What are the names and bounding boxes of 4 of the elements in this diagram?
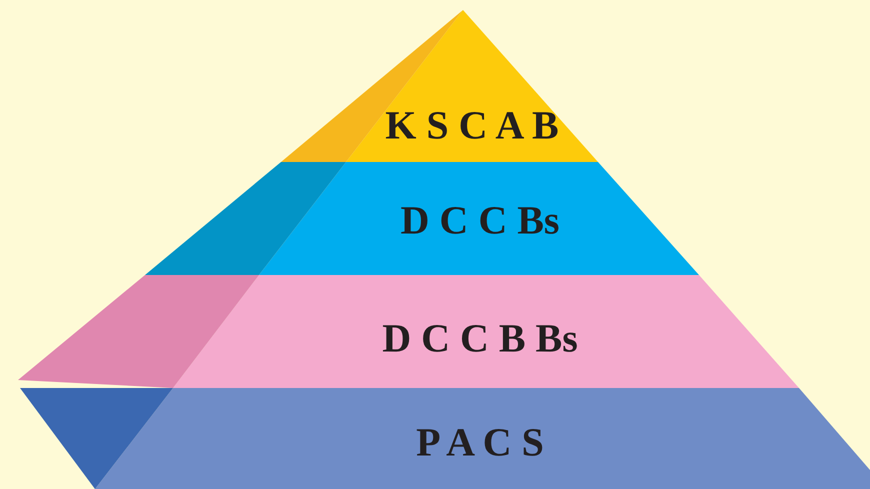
tier-label: D C C Bs — [400, 196, 560, 244]
tier-label: P A C S — [416, 418, 544, 466]
tier-label: K S C A B — [385, 102, 559, 148]
tier-label: D C C B Bs — [382, 314, 578, 362]
